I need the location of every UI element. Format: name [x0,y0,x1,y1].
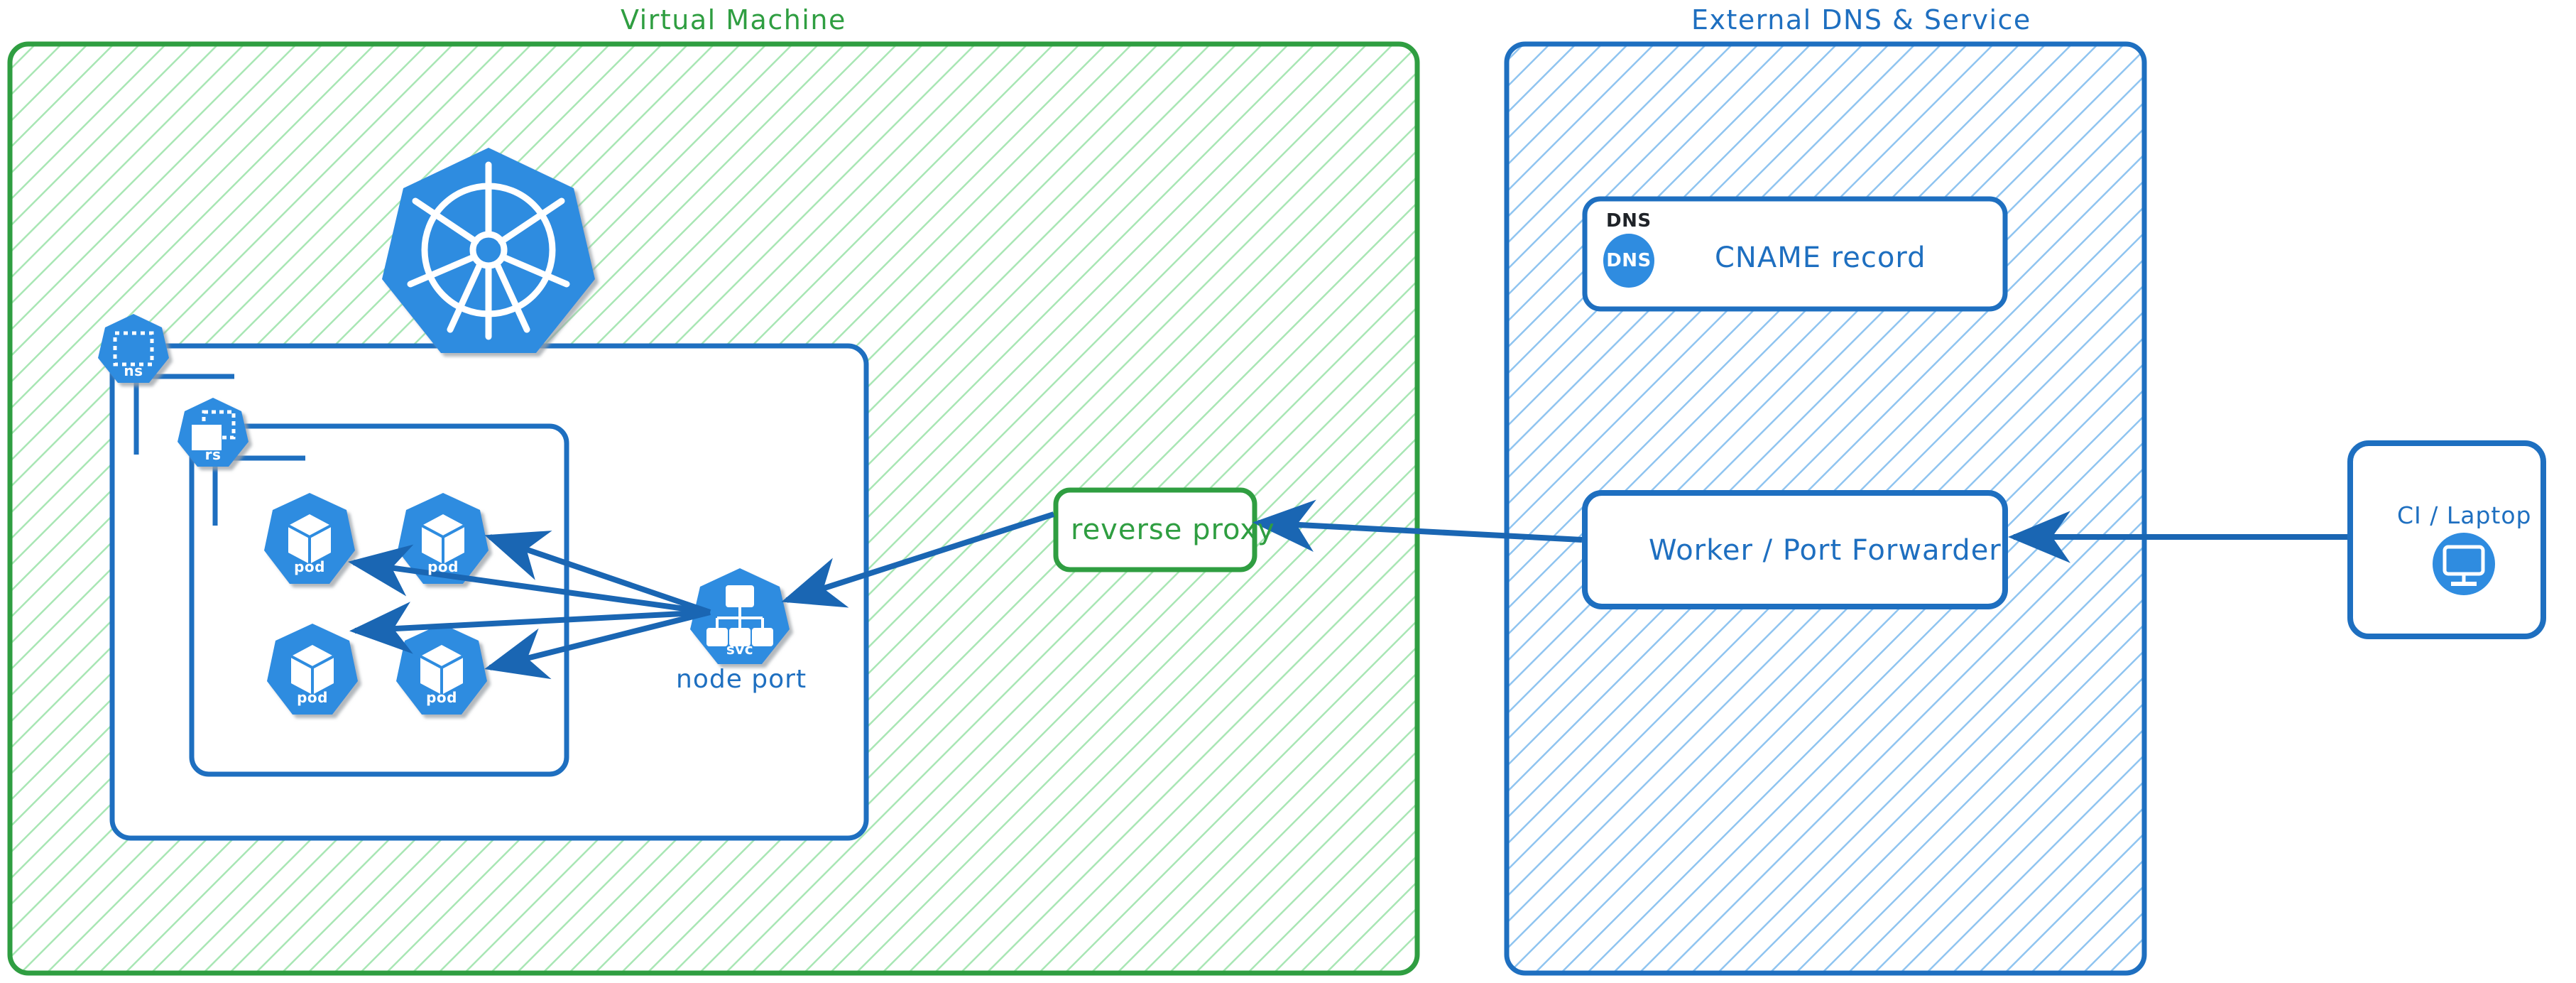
pod-icon-4 [396,624,487,715]
replicaset-icon [178,398,249,467]
edge-svc-pod-4 [484,609,711,680]
edge-proxy-to-svc [781,511,1055,608]
service-icon [690,568,790,664]
pod-icon-3 [267,624,358,715]
edge-svc-pod-3 [349,602,711,654]
monitor-icon [2433,533,2495,595]
svc-to-pod-edges [348,531,711,680]
namespace-icon [98,314,169,383]
edge-svc-pod-1 [348,544,711,615]
replicaset-container [189,423,569,777]
pod-icon-2 [398,493,489,584]
dns-box[interactable] [1582,196,2008,312]
pod-icon-1 [264,493,355,584]
edge-worker-to-proxy [1252,499,1583,552]
reverse-proxy-box[interactable] [1053,487,1257,572]
edge-svc-pod-2 [484,531,711,615]
dns-badge-icon [1603,234,1654,288]
kubernetes-logo [382,148,595,353]
worker-port-forwarder-box[interactable] [1582,490,2008,609]
